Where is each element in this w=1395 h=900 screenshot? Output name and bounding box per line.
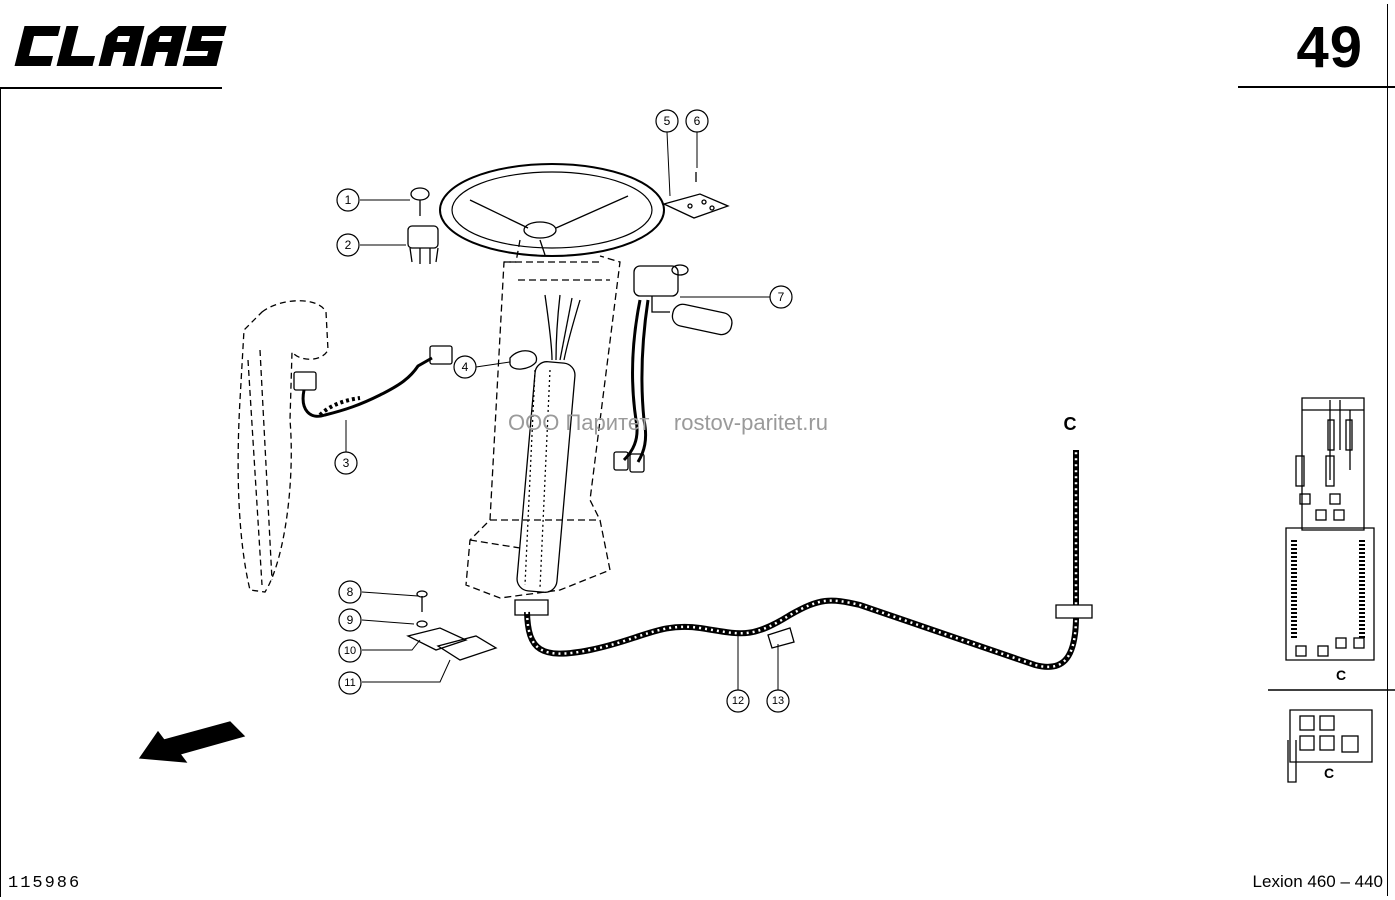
cable-end-label: C xyxy=(1064,414,1077,434)
right-border xyxy=(1387,4,1388,896)
cover-plate-5 xyxy=(662,172,730,219)
callout-11: 11 xyxy=(344,677,355,689)
callout-9: 9 xyxy=(347,613,354,627)
callout-1: 1 xyxy=(345,193,352,207)
mounting-parts-8-11 xyxy=(406,590,498,661)
coil-cable-3 xyxy=(293,345,453,418)
callout-10: 10 xyxy=(344,645,356,657)
cable-harness-12 xyxy=(524,450,1079,670)
steering-wheel xyxy=(439,163,665,257)
connector-block xyxy=(1287,709,1373,783)
claas-logo xyxy=(14,26,227,66)
callout-circles xyxy=(334,109,793,713)
header-rule-left xyxy=(0,87,222,89)
callout-2: 2 xyxy=(345,238,352,252)
leader-lines xyxy=(345,131,779,690)
page-number: 49 xyxy=(1296,15,1363,80)
model-designation: Lexion 460 – 440 xyxy=(1252,872,1383,891)
harness-column xyxy=(514,294,581,616)
callout-12: 12 xyxy=(732,695,744,707)
multifunction-switch-7 xyxy=(613,264,733,473)
direction-arrow xyxy=(138,721,246,763)
ignition-switch-2 xyxy=(407,225,439,264)
left-border xyxy=(0,87,1,897)
callout-13: 13 xyxy=(772,695,784,707)
drawing-number: 115986 xyxy=(8,874,82,893)
callout-7: 7 xyxy=(778,290,785,304)
callout-5: 5 xyxy=(664,114,671,128)
callout-8: 8 xyxy=(347,585,354,599)
steering-column xyxy=(465,239,621,599)
control-board xyxy=(1285,397,1375,661)
clip-13 xyxy=(767,627,795,649)
callout-4: 4 xyxy=(462,360,469,374)
watermark: ООО Паритет rostov-paritet.ru xyxy=(508,410,828,435)
clip-4 xyxy=(509,350,538,370)
wiper-lever xyxy=(237,300,329,593)
callout-6: 6 xyxy=(694,114,701,128)
connector-label: C xyxy=(1324,765,1334,781)
header-rule-right xyxy=(1238,86,1395,88)
callout-3: 3 xyxy=(343,456,350,470)
board-label: C xyxy=(1336,667,1346,683)
key-1 xyxy=(410,187,430,216)
